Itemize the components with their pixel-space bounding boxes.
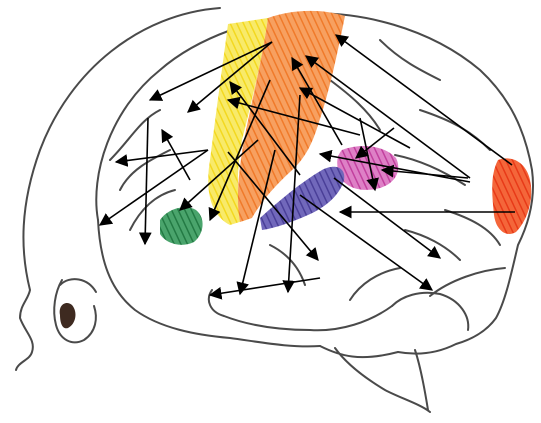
region-red-orange bbox=[492, 158, 531, 234]
arrow bbox=[145, 118, 148, 244]
ear-icon bbox=[60, 303, 76, 328]
arrow bbox=[300, 195, 432, 290]
arrow bbox=[336, 35, 512, 165]
brain-regions bbox=[160, 11, 531, 245]
arrow bbox=[210, 278, 320, 295]
region-green bbox=[160, 207, 203, 245]
arrow bbox=[334, 178, 440, 258]
head-outline bbox=[16, 8, 220, 370]
